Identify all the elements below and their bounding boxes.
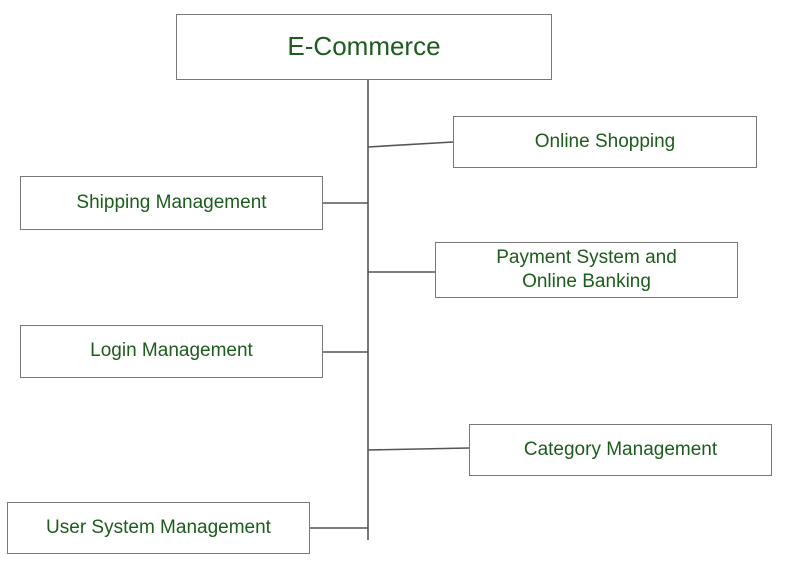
node-e-commerce[interactable]: E-Commerce (176, 14, 552, 80)
node-login-management[interactable]: Login Management (20, 325, 323, 378)
node-category-management[interactable]: Category Management (469, 424, 772, 476)
node-online-shopping[interactable]: Online Shopping (453, 116, 757, 168)
node-shipping-management[interactable]: Shipping Management (20, 176, 323, 230)
node-user-system-management[interactable]: User System Management (7, 502, 310, 554)
connector-line-4 (367, 447, 470, 451)
connector-line-0 (367, 141, 454, 148)
node-payment-system-and-online-banking[interactable]: Payment System and Online Banking (435, 242, 738, 298)
